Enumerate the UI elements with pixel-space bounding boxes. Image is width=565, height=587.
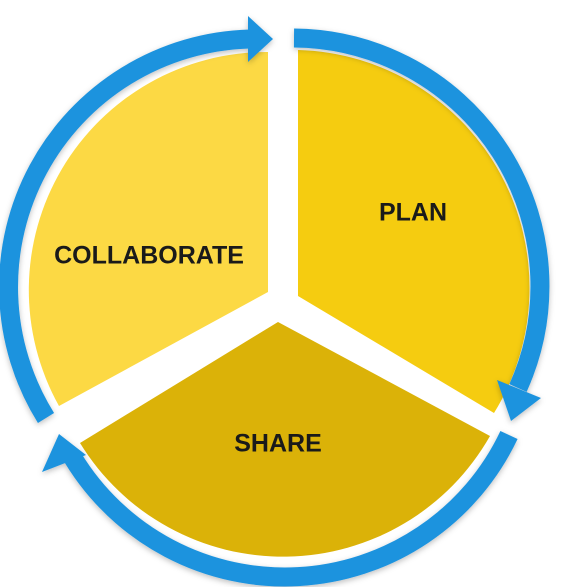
segment-plan <box>298 50 530 413</box>
arrow-arc <box>64 430 518 587</box>
arrow-to-share <box>293 28 550 421</box>
arrow-arc <box>293 28 550 392</box>
arrow-head-icon <box>497 380 541 421</box>
segments-group <box>28 50 530 557</box>
arrow-head-icon <box>248 16 273 62</box>
segment-label-plan: PLAN <box>379 199 447 227</box>
labels-group: PLAN SHARE COLLABORATE <box>54 199 447 458</box>
arrow-arc <box>0 29 251 424</box>
cycle-arrows <box>0 16 550 587</box>
segment-collaborate <box>28 51 268 407</box>
segment-share <box>80 322 490 557</box>
arrow-to-collaborate <box>42 430 518 587</box>
arrow-head-icon <box>42 434 86 472</box>
segment-label-collaborate: COLLABORATE <box>54 242 244 270</box>
segment-label-share: SHARE <box>234 430 322 458</box>
arrow-to-plan <box>0 16 273 424</box>
